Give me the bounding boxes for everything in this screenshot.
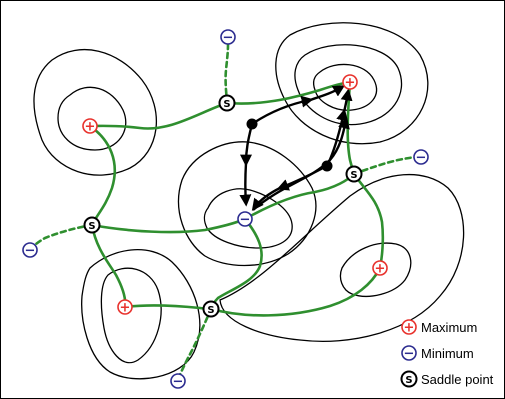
saddle-bottom: S: [202, 300, 220, 318]
svg-text:−: −: [240, 213, 251, 228]
line-saddle-left-to-min-center: [90, 217, 247, 234]
line-max-bottomleft-to-saddle-bottom: [123, 304, 213, 311]
svg-text:+: +: [85, 120, 96, 135]
svg-text:S: S: [88, 221, 95, 232]
minimum-top: −: [220, 29, 236, 46]
svg-text:−: −: [416, 151, 427, 166]
dash-saddle-bottom-to-min-bottom: [176, 307, 213, 382]
svg-text:−: −: [223, 31, 234, 46]
contour-bottomleft-outer: [81, 249, 201, 380]
flow-lines: [239, 85, 353, 211]
saddle-right: S: [345, 165, 363, 183]
flow-down-left-branch-lower: [239, 162, 252, 207]
legend-saddle-label: Saddle point: [421, 372, 494, 387]
svg-text:−: −: [404, 347, 415, 362]
contour-center-outer: [177, 141, 317, 267]
flow-node-upper: [246, 118, 258, 130]
line-max-topleft-to-saddle-left: [88, 124, 117, 227]
minimum-bottom: −: [170, 373, 186, 390]
legend-maximum-label: Maximum: [421, 320, 477, 335]
svg-text:+: +: [345, 76, 356, 91]
dash-saddle-left-to-min-left: [28, 223, 94, 252]
maximum-right: +: [372, 260, 388, 277]
svg-text:S: S: [350, 170, 357, 181]
contour-topleft-inner: [57, 86, 127, 151]
legend-maximum: + Maximum: [401, 319, 477, 336]
line-min-center-to-saddle-bottom: [209, 217, 263, 311]
line-saddle-top-to-max-topleft: [88, 101, 229, 130]
flow-right-to-min-end: [251, 186, 281, 211]
legend-maximum-icon: +: [401, 319, 417, 336]
minimum-left: −: [22, 242, 38, 259]
flow-lower-arc-to-max: [252, 116, 350, 211]
contour-topright-outer: [275, 22, 429, 145]
legend-minimum-icon: −: [401, 345, 417, 362]
contour-bottomleft-inner: [100, 267, 162, 364]
maximum-topleft: +: [82, 118, 98, 135]
flow-down-left-branch: [240, 123, 254, 167]
flow-node-right: [321, 160, 333, 172]
svg-text:S: S: [405, 375, 412, 386]
svg-text:+: +: [404, 321, 415, 336]
dash-saddle-top-to-min-top: [224, 43, 230, 105]
contour-bottomright-outer: [219, 173, 465, 342]
maximum-bottomleft: +: [117, 299, 133, 316]
flow-right-branch-up-end: [340, 88, 353, 113]
minimum-right: −: [413, 149, 429, 166]
dash-saddle-right-to-min-right: [352, 155, 422, 176]
svg-text:S: S: [207, 305, 214, 316]
line-min-center-to-saddle-right: [243, 172, 356, 221]
line-saddle-left-to-max-bottomleft: [90, 223, 127, 309]
legend-saddle-icon: S: [400, 370, 418, 388]
contour-bottomright-inner: [339, 242, 412, 297]
legend-minimum: − Minimum: [401, 345, 474, 362]
line-saddle-bottom-to-max-right: [209, 266, 382, 317]
svg-text:+: +: [375, 262, 386, 277]
svg-text:S: S: [223, 99, 230, 110]
maximum-topright: +: [342, 74, 358, 91]
minimum-center: −: [237, 211, 253, 228]
svg-text:+: +: [120, 301, 131, 316]
saddle-left: S: [83, 216, 101, 234]
contour-topright-middle: [294, 44, 403, 126]
legend-minimum-label: Minimum: [421, 346, 474, 361]
saddle-top: S: [218, 94, 236, 112]
critical-points: + + + + − − − −: [22, 29, 429, 390]
contour-topright-inner: [313, 63, 378, 111]
flow-up-to-max-end: [309, 85, 346, 102]
svg-text:−: −: [25, 244, 36, 259]
contour-topleft-outer: [33, 48, 157, 176]
line-max-topright-to-saddle-right: [346, 80, 356, 176]
line-saddle-right-to-max-right: [352, 172, 385, 270]
legend-saddle: S Saddle point: [400, 370, 494, 388]
contour-lines: [33, 22, 465, 380]
svg-text:−: −: [173, 375, 184, 390]
legend: + Maximum − Minimum S Saddle point: [400, 319, 494, 388]
